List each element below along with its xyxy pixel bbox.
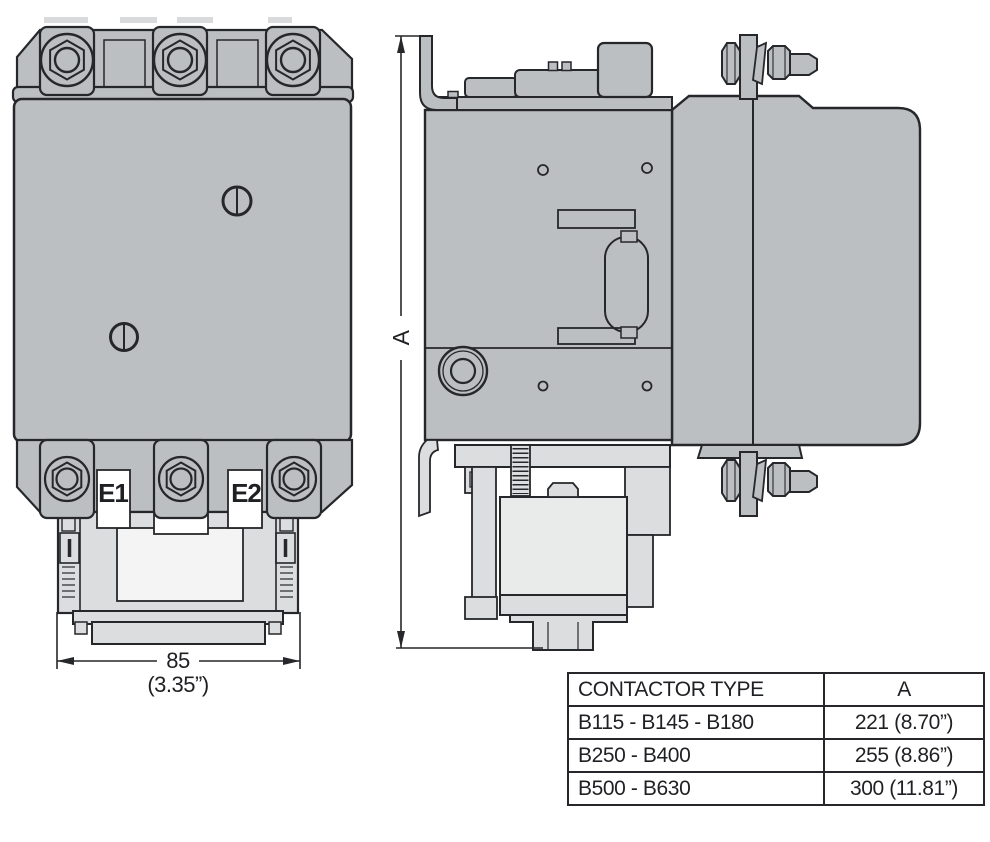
arc-chute-housing bbox=[670, 94, 922, 459]
top-step-1 bbox=[464, 77, 518, 98]
arrow-left-icon bbox=[57, 657, 74, 665]
table-row: B115 - B145 - B180 221 (8.70”) bbox=[567, 705, 985, 740]
height-dimension-label: A bbox=[388, 329, 414, 345]
mounting-bracket-bottom bbox=[418, 439, 439, 518]
vent-ladder-left bbox=[62, 566, 75, 598]
coil-assembly-side bbox=[454, 444, 671, 651]
front-top-terminal-strip bbox=[11, 25, 355, 104]
base-plate-lower bbox=[91, 621, 266, 645]
front-main-body bbox=[12, 97, 353, 444]
width-value-inches: (3.35”) bbox=[147, 672, 208, 697]
side-view-drawing: A bbox=[388, 34, 922, 651]
coil-pedestal bbox=[509, 614, 628, 651]
top-step-2 bbox=[514, 69, 611, 98]
terminal-stud-bottom bbox=[721, 451, 818, 517]
slot bbox=[557, 209, 636, 229]
front-view-drawing: E1 E2 85 (3.35”) bbox=[11, 17, 355, 697]
contactor-size-table: CONTACTOR TYPE A B115 - B145 - B180 221 … bbox=[567, 672, 985, 806]
contactor-type-cell: B500 - B630 bbox=[567, 771, 825, 806]
dimension-a-cell: 300 (11.81”) bbox=[823, 771, 985, 806]
hole bbox=[641, 162, 653, 174]
pivot-boss bbox=[437, 345, 489, 397]
coil-body bbox=[499, 496, 628, 598]
cover-screw-icon bbox=[109, 322, 139, 352]
contactor-type-cell: B250 - B400 bbox=[567, 738, 825, 773]
dimension-a-cell: 221 (8.70”) bbox=[823, 705, 985, 740]
bottom-terminal-blocks bbox=[38, 438, 323, 520]
table-header-row: CONTACTOR TYPE A bbox=[567, 672, 985, 707]
auxiliary-block bbox=[596, 41, 654, 99]
side-main-body bbox=[423, 41, 674, 442]
hole bbox=[537, 164, 549, 176]
latch-window bbox=[59, 532, 80, 564]
side-column-right-lower bbox=[624, 534, 654, 608]
header-dimension-a: A bbox=[823, 672, 985, 707]
side-column-right-upper bbox=[624, 466, 671, 536]
terminal-stud-top bbox=[721, 34, 818, 100]
bottom-terminal-block-2 bbox=[152, 438, 210, 520]
latch-window bbox=[275, 532, 296, 564]
bottom-terminal-block-3 bbox=[265, 438, 323, 520]
height-dimension bbox=[395, 35, 543, 649]
top-plate bbox=[436, 96, 673, 111]
hole bbox=[641, 380, 653, 392]
side-column-left bbox=[471, 466, 497, 608]
coil-front-panel bbox=[116, 527, 244, 602]
table-row: B250 - B400 255 (8.86”) bbox=[567, 738, 985, 773]
bottom-terminal-block-1 bbox=[38, 438, 96, 520]
table-row: B500 - B630 300 (11.81”) bbox=[567, 771, 985, 806]
contactor-type-cell: B115 - B145 - B180 bbox=[567, 705, 825, 740]
e2-label: E2 bbox=[231, 478, 261, 508]
header-contactor-type: CONTACTOR TYPE bbox=[567, 672, 825, 707]
magnet-top-plate bbox=[454, 444, 671, 468]
width-value-mm: 85 bbox=[166, 648, 190, 673]
cover-screw-icon bbox=[221, 185, 253, 217]
arrow-right-icon bbox=[283, 657, 300, 665]
adjustment-screw bbox=[510, 444, 531, 497]
coil-base-plate bbox=[499, 594, 628, 616]
arrow-up-icon bbox=[397, 36, 405, 53]
width-dimension bbox=[56, 612, 301, 669]
e1-label: E1 bbox=[98, 478, 128, 508]
mounting-bracket-top bbox=[419, 35, 458, 111]
vent-ladder-right bbox=[280, 566, 293, 598]
dimension-a-cell: 255 (8.86”) bbox=[823, 738, 985, 773]
e1-terminal-tab bbox=[96, 469, 131, 529]
arrow-down-icon bbox=[397, 631, 405, 648]
e2-terminal-tab bbox=[227, 469, 263, 529]
hole bbox=[537, 380, 549, 392]
faint-edge-marks bbox=[44, 17, 292, 23]
